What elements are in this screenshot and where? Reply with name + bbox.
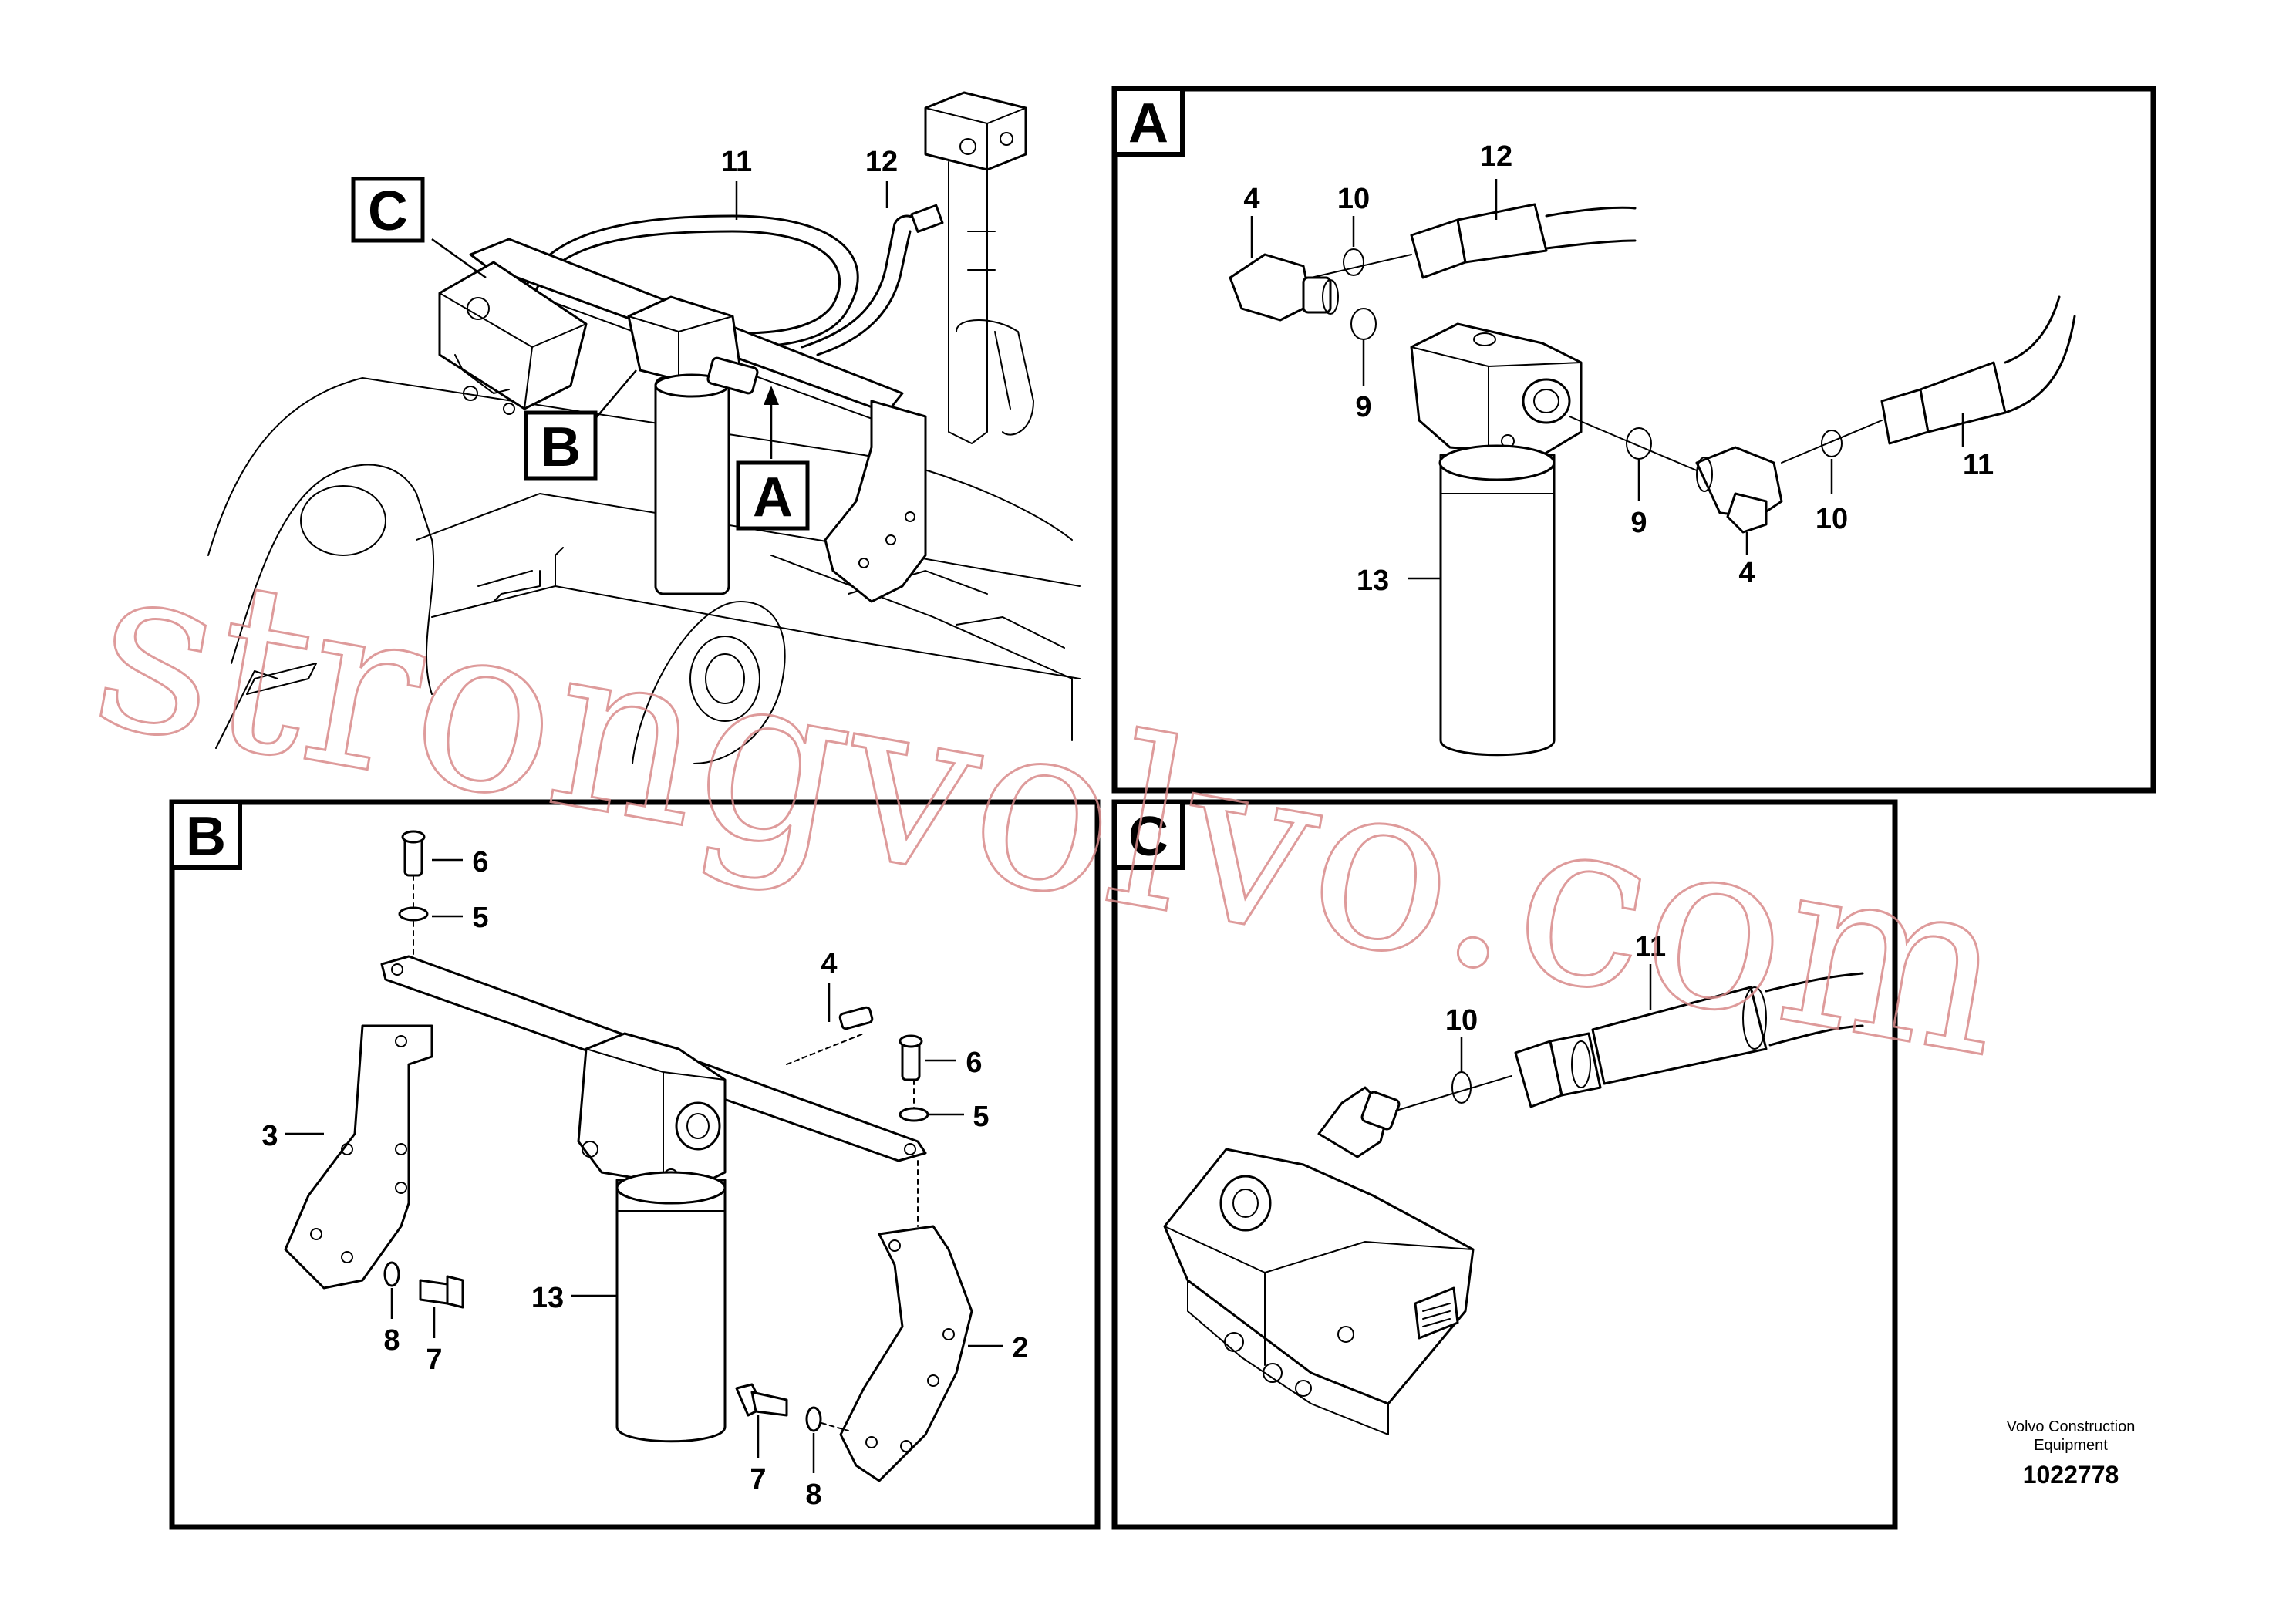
detail-panel-c: C 11 10 bbox=[1111, 799, 1898, 1530]
drawing-number: 1022778 bbox=[2022, 1461, 2119, 1489]
callout-c-10: 10 bbox=[1445, 1004, 1478, 1037]
marker-c: C bbox=[368, 180, 408, 242]
marker-b-box bbox=[524, 410, 598, 481]
callout-b-5-right: 5 bbox=[973, 1101, 989, 1133]
panel-a-tab bbox=[1112, 86, 1185, 157]
overview-view: 11 12 C B A bbox=[207, 91, 1081, 764]
callout-a-9-left: 9 bbox=[1355, 391, 1371, 423]
callout-b-4: 4 bbox=[821, 948, 837, 980]
callout-c-11: 11 bbox=[1635, 931, 1666, 963]
callout-a-4-top: 4 bbox=[1243, 183, 1259, 215]
detail-panel-a: A bbox=[1111, 86, 2156, 794]
leader-line bbox=[431, 238, 487, 279]
leader-arrow bbox=[764, 386, 779, 405]
drawing-footer: Volvo Construction Equipment 1022778 bbox=[1974, 1418, 2167, 1490]
company-name-line1: Volvo Construction bbox=[2006, 1418, 2136, 1435]
callout-a-13: 13 bbox=[1357, 565, 1389, 597]
callout-b-6-left: 6 bbox=[472, 846, 488, 878]
panel-a-letter: A bbox=[1128, 93, 1168, 154]
marker-a-box bbox=[736, 460, 810, 531]
callout-b-7-right: 7 bbox=[750, 1463, 766, 1496]
panel-b-letter: B bbox=[186, 806, 226, 868]
callout-a-10-top: 10 bbox=[1337, 183, 1370, 215]
callout-b-8-left: 8 bbox=[383, 1324, 400, 1357]
leader-line bbox=[593, 369, 637, 421]
callout-a-10-bottom: 10 bbox=[1816, 503, 1848, 535]
callout-b-3: 3 bbox=[261, 1120, 278, 1152]
company-name-line2: Equipment bbox=[2034, 1437, 2108, 1454]
callout-12: 12 bbox=[865, 146, 898, 178]
marker-c-box bbox=[351, 177, 425, 243]
panel-b-frame bbox=[169, 799, 1101, 1530]
callout-b-8-right: 8 bbox=[805, 1479, 821, 1511]
callout-b-7-left: 7 bbox=[426, 1344, 442, 1376]
callout-a-12: 12 bbox=[1480, 140, 1512, 173]
callout-a-9-right: 9 bbox=[1630, 507, 1647, 539]
marker-b: B bbox=[541, 416, 581, 478]
callout-a-11: 11 bbox=[1963, 449, 1994, 481]
panel-c-letter: C bbox=[1128, 806, 1168, 868]
panel-c-frame bbox=[1111, 799, 1898, 1530]
callout-b-2: 2 bbox=[1012, 1332, 1028, 1364]
watermark-text: strongvolvo.com bbox=[77, 509, 2025, 1109]
detail-panel-b: B bbox=[169, 799, 1101, 1530]
panel-c-tab bbox=[1112, 800, 1185, 870]
panel-a-frame bbox=[1111, 86, 2156, 794]
callout-11: 11 bbox=[721, 146, 752, 178]
callout-b-5-left: 5 bbox=[472, 902, 488, 934]
marker-a: A bbox=[753, 467, 793, 528]
callout-b-6-right: 6 bbox=[966, 1047, 982, 1079]
callout-b-13: 13 bbox=[531, 1282, 564, 1314]
panel-b-tab bbox=[170, 800, 242, 870]
callout-a-4-bottom: 4 bbox=[1738, 557, 1755, 589]
